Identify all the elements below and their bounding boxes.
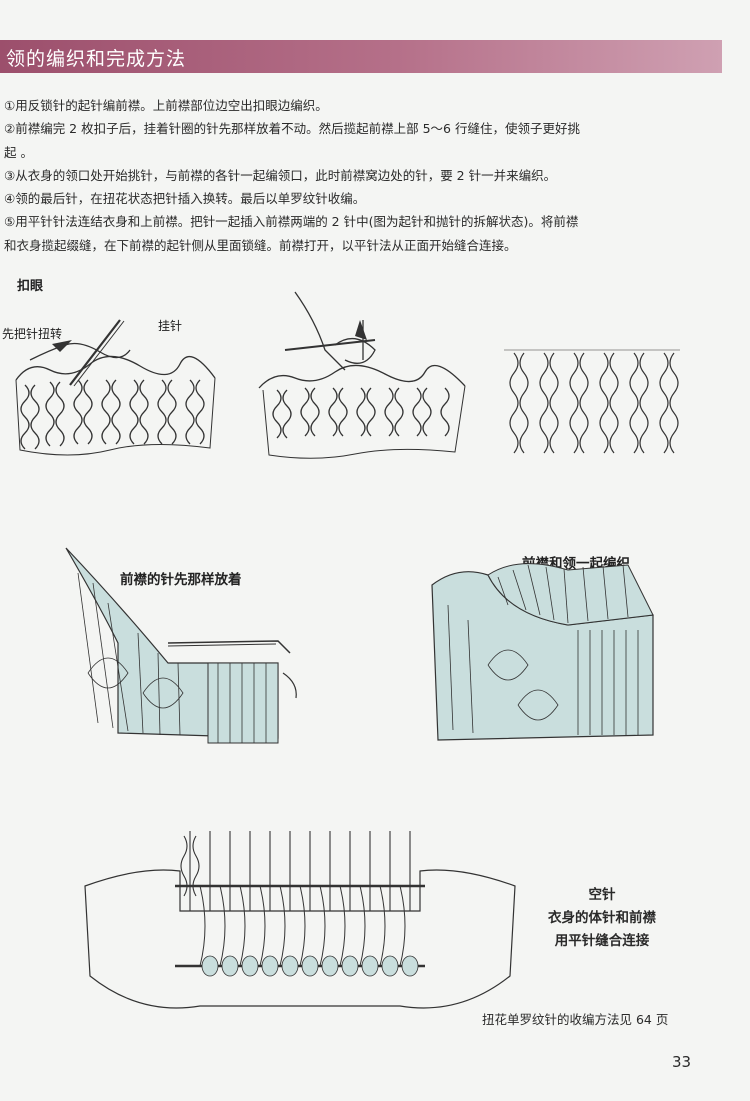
buttonhole-step2-illustration	[255, 290, 470, 465]
grafting-caption-line: 空针	[588, 887, 616, 903]
instruction-line: ④领的最后针，在扭花状态把针插入换转。最后以单罗纹针收编。	[4, 191, 366, 207]
page-number: 33	[672, 1053, 692, 1071]
instruction-line: ①用反锁针的起针编前襟。上前襟部位边空出扣眼边编织。	[4, 98, 328, 113]
instructions: ①用反锁针的起针编前襟。上前襟部位边空出扣眼边编织。 ②前襟编完 2 枚扣子后，…	[4, 94, 722, 257]
buttonhole-result-illustration	[502, 345, 682, 465]
front-band-caption: 前襟的针先那样放着	[120, 572, 242, 588]
section-title: 领的编织和完成方法	[6, 48, 187, 70]
grafting-illustration	[80, 826, 520, 1021]
reference-note: 扭花单罗纹针的收编方法见 64 页	[482, 1012, 669, 1027]
instruction-line: ②前襟编完 2 枚扣子后，挂着针圈的针先那样放着不动。然后揽起前襟上部 5～6 …	[4, 121, 580, 137]
buttonhole-step1-illustration	[10, 300, 220, 470]
section-header-bar: 领的编织和完成方法	[0, 40, 722, 73]
twist-label: 先把针扭转	[2, 327, 63, 341]
collar-illustration	[428, 545, 660, 745]
grafting-captions: 空针 衣身的体针和前襟 用平针缝合连接	[548, 884, 656, 953]
front-band-illustration	[58, 543, 303, 748]
yarn-over-label: 挂针	[158, 319, 183, 333]
grafting-caption-line: 用平针缝合连接	[554, 933, 650, 949]
buttonhole-label: 扣眼	[17, 279, 44, 294]
instruction-line: 起 。	[4, 144, 33, 160]
instruction-line: 和衣身揽起缀缝，在下前襟的起针侧从里面锁缝。前襟打开，以平针法从正面开始缝合连接…	[4, 237, 517, 253]
instruction-line: ⑤用平针针法连结衣身和上前襟。把针一起插入前襟两端的 2 针中(图为起针和抛针的…	[4, 214, 579, 230]
instruction-line: ③从衣身的领口处开始挑针，与前襟的各针一起编领口，此时前襟窝边处的针，要 2 针…	[4, 167, 557, 183]
grafting-caption-line: 衣身的体针和前襟	[548, 910, 656, 926]
